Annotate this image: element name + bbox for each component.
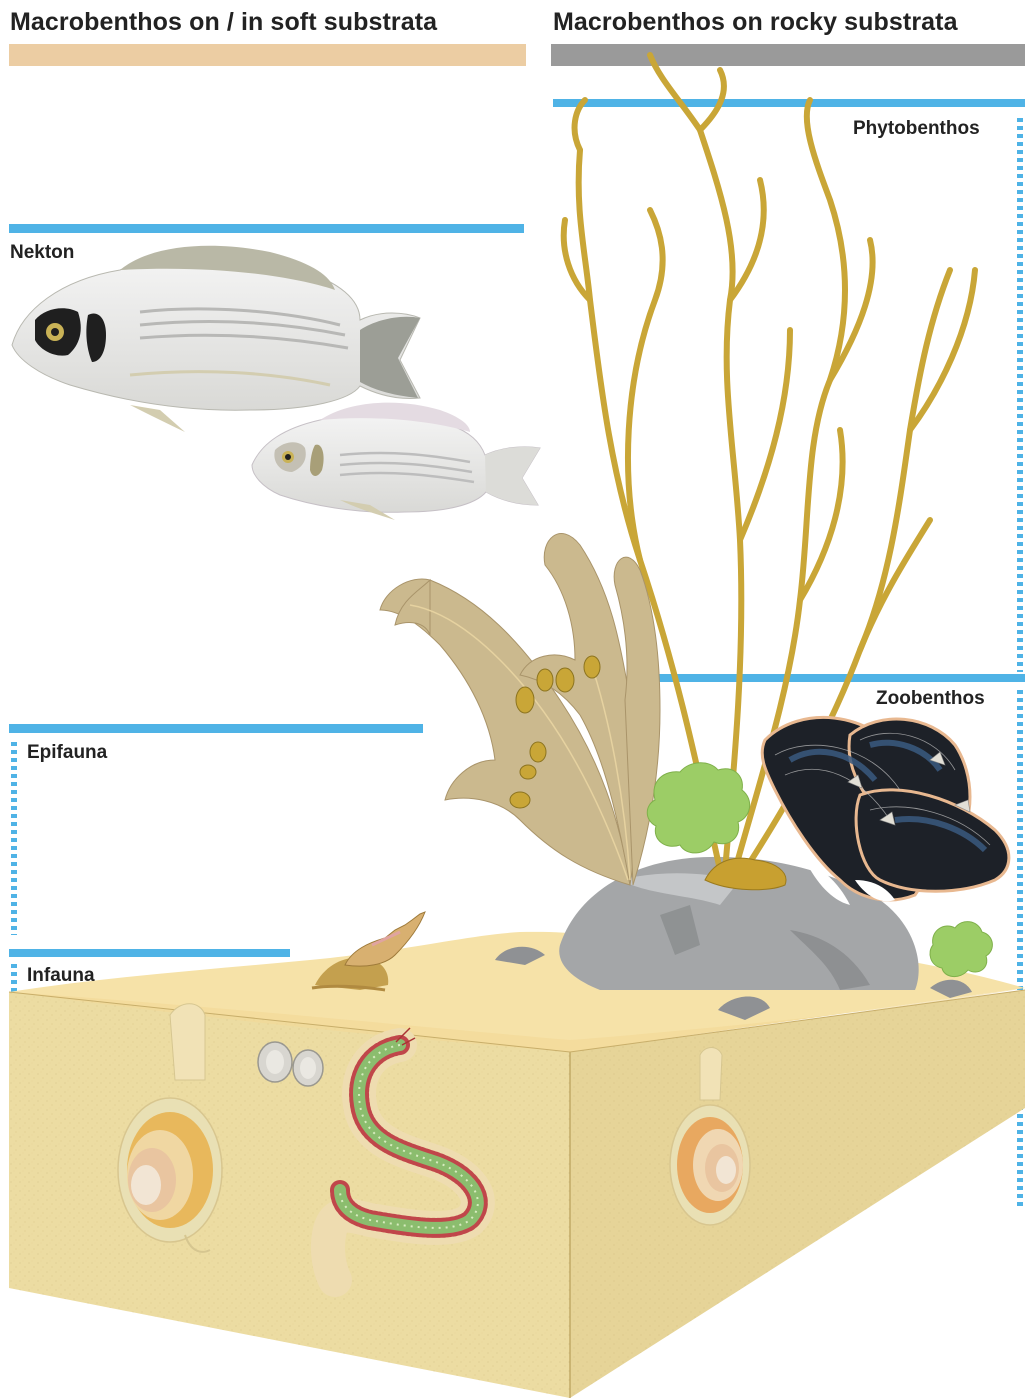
soft-substrata-title: Macrobenthos on / in soft substrata: [10, 8, 437, 37]
zoobenthos-label: Zoobenthos: [876, 688, 985, 710]
sea-bream-fish-icon: [12, 246, 420, 432]
nekton-label: Nekton: [10, 242, 74, 264]
sea-bream-small-fish-icon: [252, 403, 540, 520]
receptacle: [510, 792, 530, 808]
phytobenthos-zone-line: [553, 99, 1025, 107]
epifauna-zone-line: [9, 724, 423, 733]
rocky-substrata-bar: [551, 44, 1025, 66]
soft-substrata-bar: [9, 44, 526, 66]
receptacle: [584, 656, 600, 678]
sea-lettuce-icon: [647, 763, 749, 853]
receptacle: [516, 687, 534, 713]
infauna-zone-line: [9, 949, 290, 957]
nekton-zone-line: [9, 224, 524, 233]
zoobenthos-zone-line: [641, 674, 1025, 682]
receptacle: [530, 742, 546, 762]
bladderwrack-icon: [380, 534, 660, 885]
receptacle: [556, 668, 574, 692]
infauna-label: Infauna: [27, 965, 95, 987]
receptacle: [537, 669, 553, 691]
receptacle: [520, 765, 536, 779]
phytobenthos-label: Phytobenthos: [853, 118, 980, 140]
rocky-substrata-title: Macrobenthos on rocky substrata: [553, 8, 958, 37]
epifauna-label: Epifauna: [27, 742, 107, 764]
